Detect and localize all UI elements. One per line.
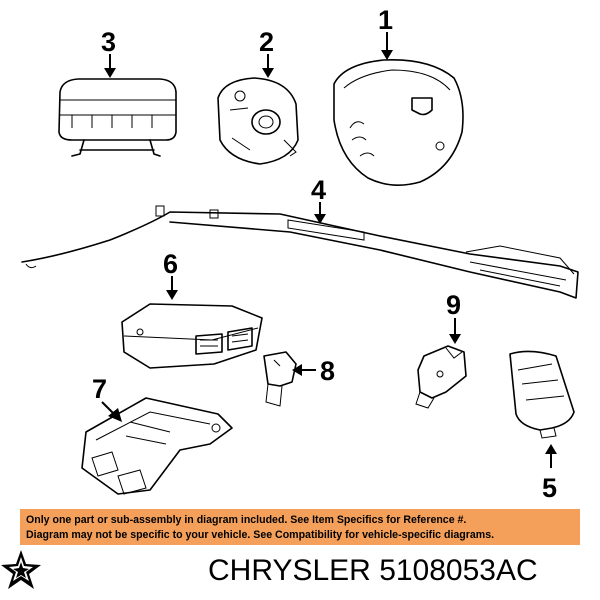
callout-2: 2 [259,27,274,57]
callout-7: 7 [92,374,107,404]
clockspring [217,77,299,165]
callout-9: 9 [446,290,461,320]
impact-sensor [263,351,297,407]
passenger-airbag-module [58,78,177,157]
callout-1: 1 [378,5,393,35]
notice-line-1: Only one part or sub-assembly in diagram… [26,514,467,526]
curtain-airbag [21,205,579,299]
leader-lines [101,32,557,468]
side-impact-sensor [415,345,467,409]
callout-3: 3 [101,27,116,57]
callout-6: 6 [163,249,178,279]
notice-banner: Only one part or sub-assembly in diagram… [20,509,580,545]
pentastar-logo-icon [1,550,41,589]
driver-airbag-module [333,59,464,186]
callout-8: 8 [320,356,335,386]
knee-airbag [509,350,575,439]
airbag-module-bracket [81,397,233,495]
brand-name: CHRYSLER [208,554,371,587]
occupant-restraint-control-module [121,303,263,369]
callout-5: 5 [542,473,557,500]
callout-4: 4 [311,175,326,205]
part-title: CHRYSLER 5108053AC [208,551,596,591]
notice-line-2: Diagram may not be specific to your vehi… [26,529,495,541]
part-number: 5108053AC [379,554,538,587]
parts-diagram: 1 2 3 4 5 6 7 8 9 [21,5,579,500]
